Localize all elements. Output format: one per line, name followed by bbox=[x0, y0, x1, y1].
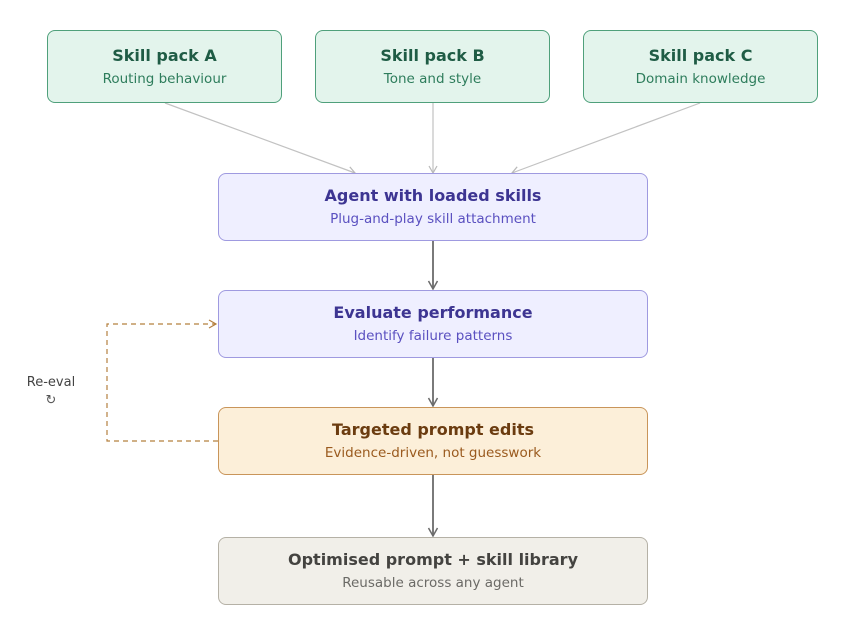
optimised-library-node: Optimised prompt + skill library Reusabl… bbox=[218, 537, 648, 605]
connector-pack-c-agent bbox=[510, 102, 701, 175]
skill-pack-b-node: Skill pack B Tone and style bbox=[315, 30, 550, 103]
node-title: Targeted prompt edits bbox=[331, 420, 534, 439]
cycle-icon: ↻ bbox=[45, 393, 57, 408]
node-subtitle: Tone and style bbox=[383, 70, 482, 87]
node-title: Skill pack A bbox=[112, 45, 217, 65]
node-title: Skill pack B bbox=[380, 45, 485, 65]
re-eval-label-group: Re-eval ↻ bbox=[20, 374, 82, 410]
node-title: Optimised prompt + skill library bbox=[287, 550, 578, 569]
re-eval-loop-arrow bbox=[106, 319, 218, 442]
agent-node: Agent with loaded skills Plug-and-play s… bbox=[218, 173, 648, 241]
node-title: Evaluate performance bbox=[333, 303, 533, 322]
node-title: Skill pack C bbox=[648, 45, 753, 65]
node-subtitle: Routing behaviour bbox=[102, 70, 227, 87]
node-subtitle: Identify failure patterns bbox=[353, 328, 513, 344]
node-subtitle: Domain knowledge bbox=[635, 70, 766, 87]
skill-pack-a-node: Skill pack A Routing behaviour bbox=[47, 30, 282, 103]
connector-pack-a-agent bbox=[164, 102, 357, 175]
node-title: Agent with loaded skills bbox=[324, 186, 542, 205]
node-subtitle: Plug-and-play skill attachment bbox=[330, 211, 536, 227]
re-eval-label: Re-eval bbox=[26, 375, 76, 390]
node-subtitle: Evidence-driven, not guesswork bbox=[324, 445, 542, 461]
prompt-edits-node: Targeted prompt edits Evidence-driven, n… bbox=[218, 407, 648, 475]
skill-pack-c-node: Skill pack C Domain knowledge bbox=[583, 30, 818, 103]
evaluate-node: Evaluate performance Identify failure pa… bbox=[218, 290, 648, 358]
node-subtitle: Reusable across any agent bbox=[342, 575, 524, 591]
